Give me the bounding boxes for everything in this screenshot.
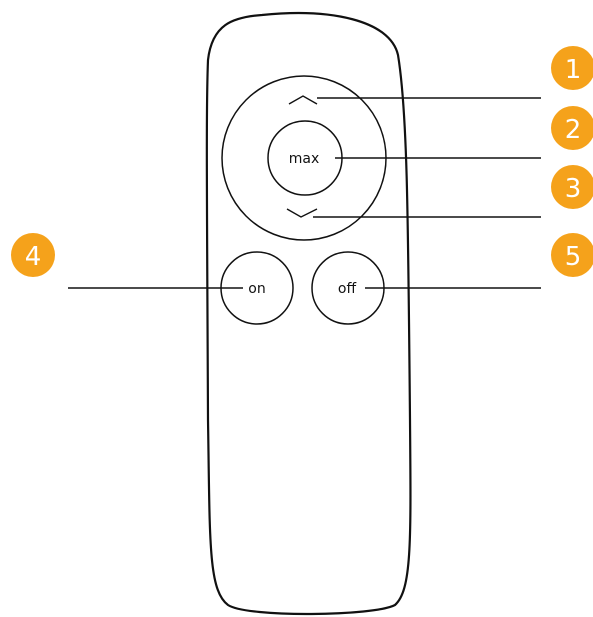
svg-text:3: 3 bbox=[565, 174, 582, 204]
svg-text:4: 4 bbox=[25, 242, 42, 272]
off-button[interactable]: off bbox=[311, 251, 385, 325]
callout-badge-3: 3 bbox=[551, 165, 593, 209]
svg-text:1: 1 bbox=[565, 55, 582, 85]
off-button-label: off bbox=[338, 281, 357, 297]
chevron-down-icon bbox=[286, 208, 318, 218]
callout-badge-5: 5 bbox=[551, 233, 593, 277]
svg-text:5: 5 bbox=[565, 242, 582, 272]
up-button[interactable] bbox=[288, 95, 318, 105]
max-button-label: max bbox=[289, 151, 320, 167]
remote-body bbox=[205, 12, 412, 616]
svg-text:2: 2 bbox=[565, 115, 582, 145]
down-button[interactable] bbox=[286, 208, 318, 218]
callout-badge-4: 4 bbox=[11, 233, 55, 277]
on-button-label: on bbox=[248, 281, 265, 297]
callout-badge-1: 1 bbox=[551, 46, 593, 90]
max-button[interactable]: max bbox=[267, 120, 343, 196]
on-button[interactable]: on bbox=[220, 251, 294, 325]
callout-badge-2: 2 bbox=[551, 106, 593, 150]
chevron-up-icon bbox=[288, 95, 318, 105]
